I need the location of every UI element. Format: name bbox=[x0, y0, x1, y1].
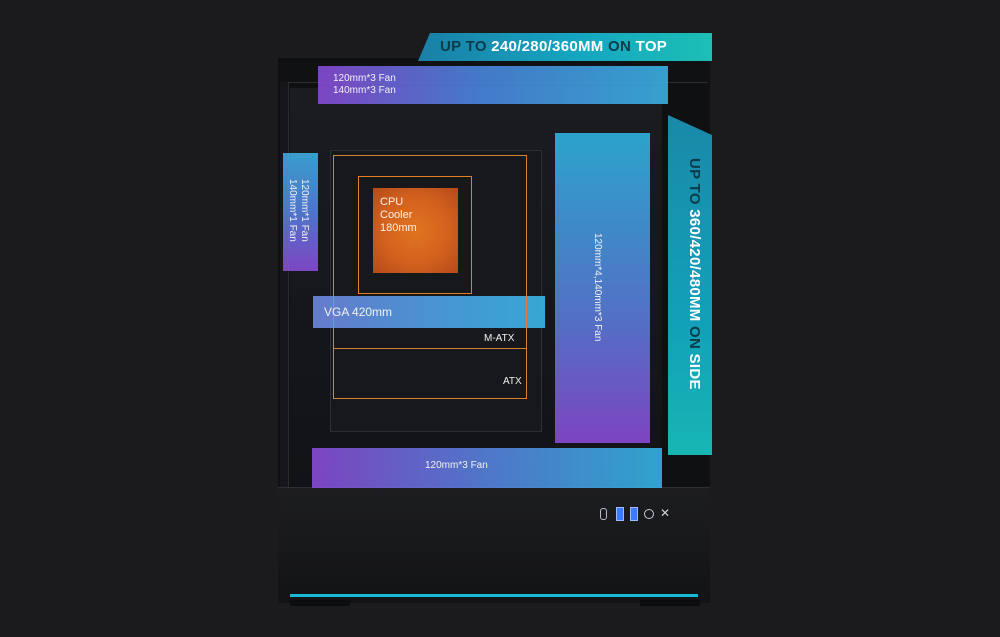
cpu-cooler-label: CPU Cooler 180mm bbox=[380, 196, 417, 235]
usb-a-icon bbox=[630, 507, 638, 521]
rear-fan-label-line2: 140mm*1 Fan bbox=[287, 179, 298, 242]
side-banner-position: SIDE bbox=[686, 353, 703, 390]
case-foot-left bbox=[290, 600, 350, 606]
top-fan-label-line1: 120mm*3 Fan bbox=[333, 73, 396, 84]
top-banner-sizes: 240/280/360MM bbox=[491, 38, 604, 55]
cpu-cooler-zone bbox=[373, 188, 458, 273]
cpu-label-line3: 180mm bbox=[380, 222, 417, 234]
top-radiator-banner bbox=[418, 33, 712, 61]
vga-label: VGA 420mm bbox=[324, 305, 393, 319]
side-fan-zone bbox=[555, 133, 650, 443]
rear-fan-label-line1: 120mm*1 Fan bbox=[299, 179, 310, 242]
top-radiator-banner-text: UP TO 240/280/360MM ON TOP bbox=[440, 38, 667, 56]
bottom-accent-light bbox=[290, 594, 698, 597]
psu-shroud bbox=[278, 487, 710, 603]
rear-fan-zone bbox=[283, 153, 318, 271]
side-fan-label: 120mm*4,140mm*3 Fan bbox=[555, 133, 650, 443]
top-fan-label-line2: 140mm*3 Fan bbox=[333, 85, 396, 96]
atx-label: ATX bbox=[503, 376, 522, 387]
case-foot-right bbox=[640, 600, 700, 606]
side-radiator-banner bbox=[668, 115, 712, 455]
cpu-label-line1: CPU bbox=[380, 196, 404, 208]
side-fan-label-text: 120mm*4,140mm*3 Fan bbox=[592, 233, 603, 342]
cooler-outline bbox=[358, 176, 472, 294]
rear-fan-label: 120mm*1 Fan 140mm*1 Fan bbox=[283, 153, 318, 271]
bottom-fan-zone bbox=[312, 448, 662, 488]
top-fan-zone bbox=[318, 66, 668, 104]
glass-panel-edge bbox=[280, 82, 289, 487]
side-banner-on: ON bbox=[686, 326, 703, 350]
vga-zone bbox=[313, 296, 545, 328]
top-fan-label: 120mm*3 Fan 140mm*3 Fan bbox=[333, 73, 396, 97]
matx-outline bbox=[333, 155, 527, 349]
cpu-label-line2: Cooler bbox=[380, 209, 413, 221]
top-banner-on: ON bbox=[608, 38, 632, 55]
power-button-icon bbox=[600, 508, 607, 520]
matx-label: M-ATX bbox=[484, 333, 515, 344]
side-banner-sizes: 360/420/480MM bbox=[686, 209, 703, 322]
side-radiator-banner-text: UP TO 360/420/480MM ON SIDE bbox=[685, 158, 703, 390]
usb-a-icon bbox=[616, 507, 624, 521]
top-banner-prefix: UP TO bbox=[440, 38, 487, 55]
brand-logo-icon: ✕ bbox=[660, 506, 671, 520]
side-banner-prefix: UP TO bbox=[686, 158, 703, 205]
top-banner-position: TOP bbox=[635, 38, 668, 55]
front-io-panel: ✕ bbox=[600, 505, 682, 521]
reset-button-icon bbox=[644, 509, 654, 519]
bottom-fan-label: 120mm*3 Fan bbox=[425, 460, 488, 471]
